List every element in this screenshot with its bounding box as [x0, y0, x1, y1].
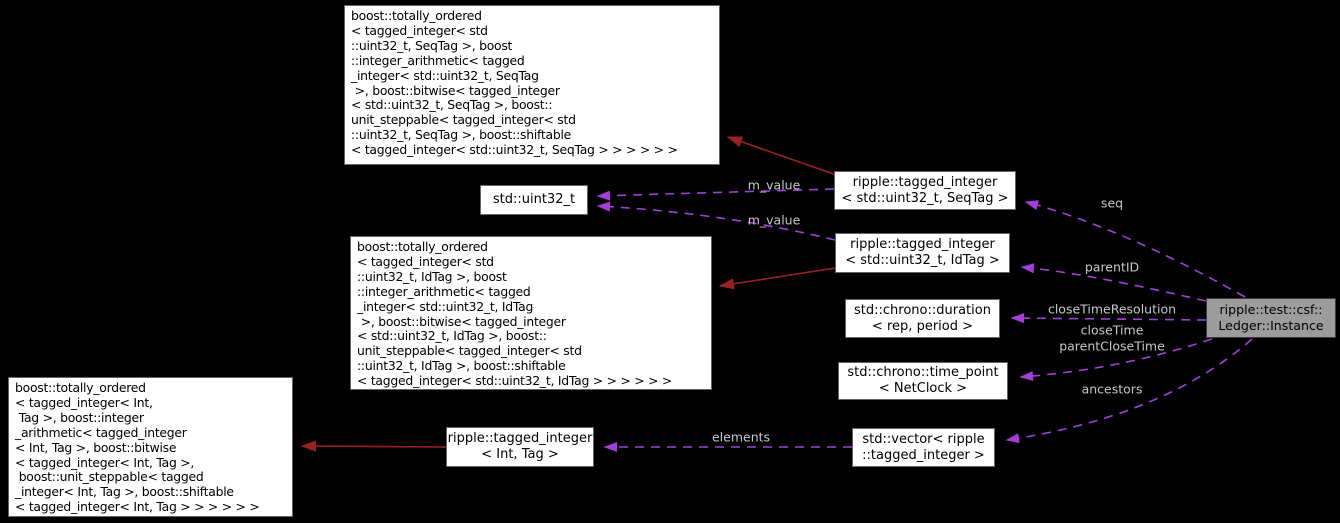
- edge-close-time-resolution: [1010, 313, 1207, 324]
- node-std-uint32-t[interactable]: std::uint32_t: [480, 185, 588, 215]
- edge-inherit-idtag: [718, 267, 836, 290]
- node-boost-totally-ordered-idtag[interactable]: boost::totally_ordered < tagged_integer<…: [350, 236, 712, 390]
- edge-inherit-inttag: [300, 440, 447, 452]
- node-boost-totally-ordered-inttag[interactable]: boost::totally_ordered < tagged_integer<…: [8, 377, 293, 517]
- node-ripple-tagged-integer-idtag[interactable]: ripple::tagged_integer < std::uint32_t, …: [835, 233, 1010, 273]
- edge-label-seq: seq: [1100, 195, 1124, 211]
- edge-label-ancestors: ancestors: [1081, 381, 1143, 397]
- edge-label-close-time-resolution: closeTimeResolution: [1047, 301, 1177, 317]
- edge-label-parent-id: parentID: [1084, 259, 1140, 275]
- node-std-chrono-time-point[interactable]: std::chrono::time_point < NetClock >: [838, 362, 1008, 400]
- node-std-vector-tagged-integer[interactable]: std::vector< ripple ::tagged_integer >: [852, 428, 995, 467]
- node-ledger-instance-focus: ripple::test::csf:: Ledger::Instance: [1206, 298, 1336, 338]
- node-ripple-tagged-integer-int[interactable]: ripple::tagged_integer < Int, Tag >: [446, 427, 594, 467]
- edge-label-m-value-seqtag: m_value: [747, 177, 801, 193]
- edge-label-m-value-idtag: m_value: [747, 212, 801, 228]
- node-std-chrono-duration[interactable]: std::chrono::duration < rep, period >: [845, 299, 1000, 338]
- edge-label-close-time-parent-close-time: closeTime parentCloseTime: [1059, 322, 1165, 354]
- edge-inherit-seqtag: [726, 136, 846, 179]
- edge-label-elements: elements: [711, 429, 771, 445]
- node-ripple-tagged-integer-seqtag[interactable]: ripple::tagged_integer < std::uint32_t, …: [834, 171, 1016, 210]
- edge-seq: [1024, 200, 1246, 298]
- node-boost-totally-ordered-seqtag[interactable]: boost::totally_ordered < tagged_integer<…: [344, 5, 720, 165]
